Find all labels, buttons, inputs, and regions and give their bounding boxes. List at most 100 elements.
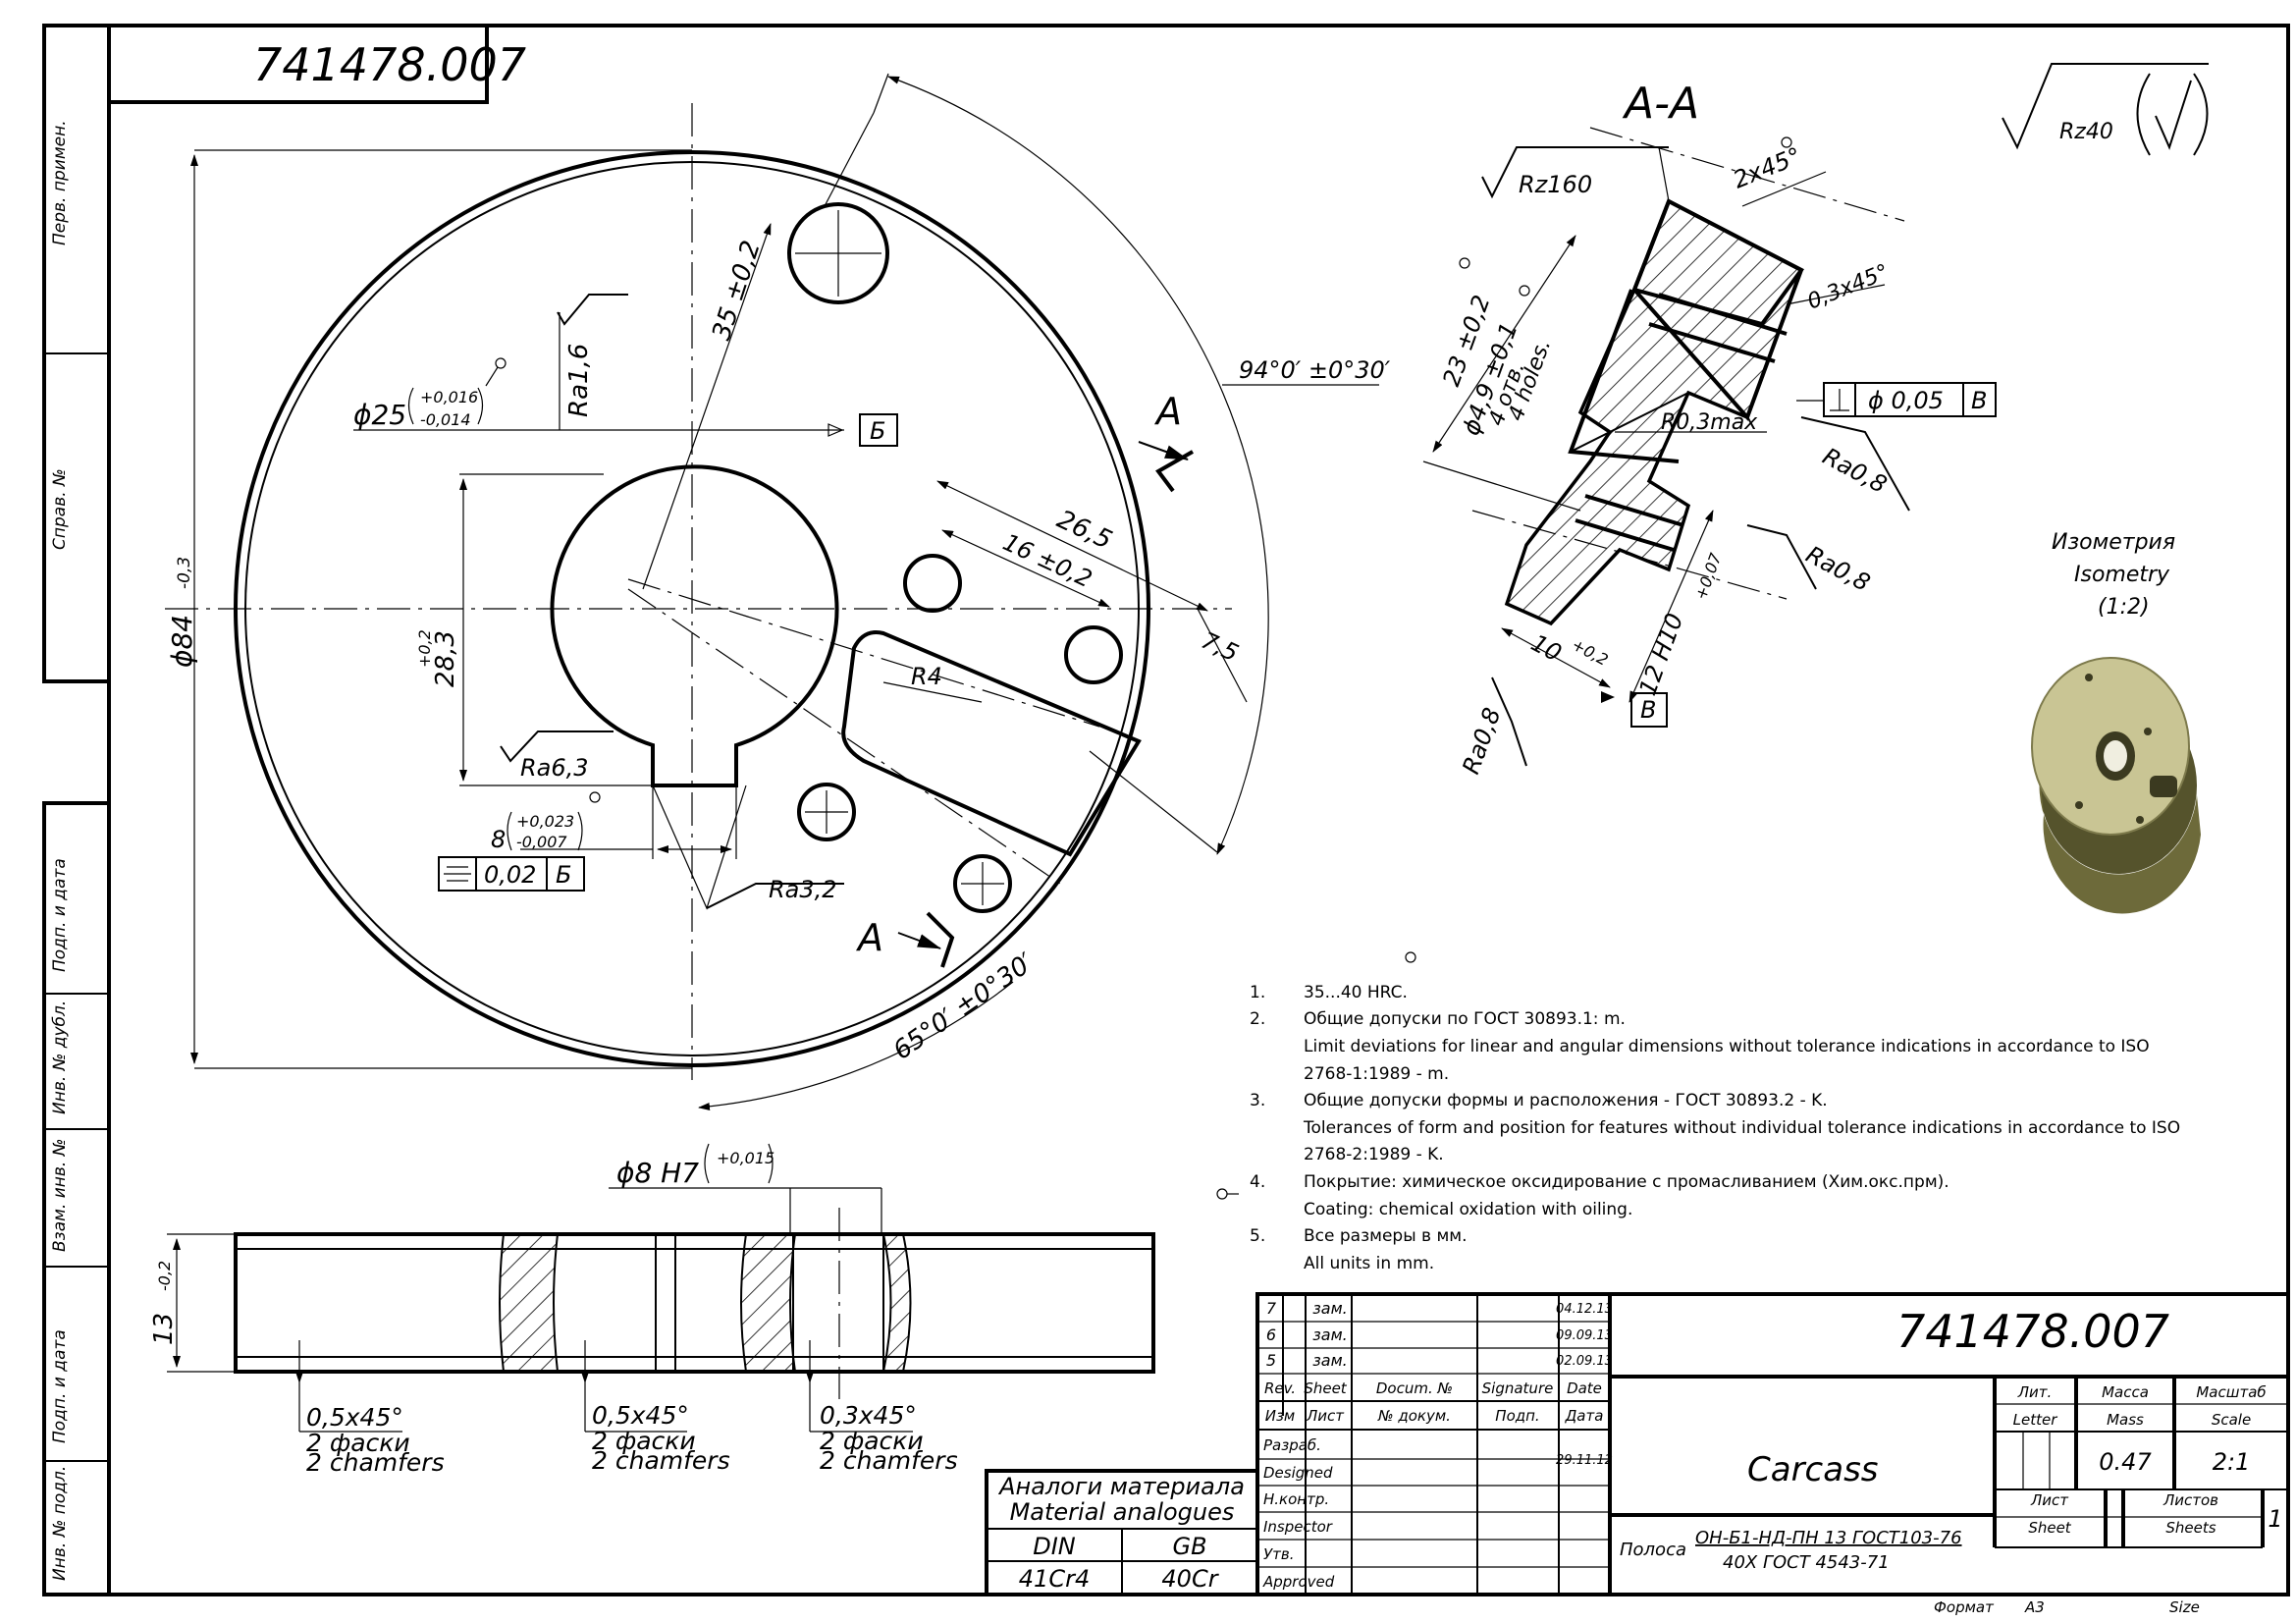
section-title: A-A bbox=[1622, 79, 1699, 129]
mass-value: 0.47 bbox=[2099, 1448, 2152, 1476]
dim-key-depth: 28,3 bbox=[431, 630, 460, 687]
isometric-render bbox=[2031, 657, 2201, 914]
note-4-line-1: Покрытие: химическое оксидирование с про… bbox=[1304, 1172, 1949, 1192]
main-view: ϕ84 -0,3 Б ϕ25 +0,016 -0,014 Ra1,6 28,3 … bbox=[165, 73, 1391, 1110]
isometry-scale: (1:2) bbox=[2098, 595, 2150, 620]
lit-en: Letter bbox=[2013, 1411, 2058, 1429]
rev-6-num: 6 bbox=[1266, 1325, 1276, 1344]
sign-date-label: Подп. и дата bbox=[50, 858, 70, 972]
note-3-num: 3. bbox=[1250, 1091, 1265, 1110]
note-1-line-1: 35...40 HRC. bbox=[1304, 983, 1408, 1002]
dim-key-width: 8 bbox=[491, 826, 506, 853]
rev-6-sheet: зам. bbox=[1312, 1325, 1347, 1344]
ref-no-label: Справ. № bbox=[50, 468, 70, 550]
role-razrab: Разраб. bbox=[1263, 1436, 1321, 1454]
hdr-date: Date bbox=[1567, 1380, 1602, 1397]
cut-label-top: A bbox=[1153, 390, 1182, 433]
lit-ru: Лит. bbox=[2017, 1383, 2053, 1401]
technical-notes: 1. 35...40 HRC. 2. Общие допуски по ГОСТ… bbox=[1216, 951, 2180, 1273]
note-2-line-2: Limit deviations for linear and angular … bbox=[1304, 1037, 2150, 1056]
hdr-izm: Изм bbox=[1265, 1407, 1296, 1425]
title-drawing-number: 741478.007 bbox=[1896, 1305, 2169, 1358]
role-approved: Approved bbox=[1262, 1573, 1335, 1591]
scale-en: Scale bbox=[2212, 1411, 2251, 1429]
replace-inv-label: Взам. инв. № bbox=[50, 1139, 70, 1252]
hdr-dokum: № докум. bbox=[1377, 1407, 1451, 1425]
analogues-title-en: Material analogues bbox=[1010, 1498, 1235, 1526]
design-date: 29.11.12 bbox=[1556, 1453, 1613, 1468]
note-2-line-1: Общие допуски по ГОСТ 30893.1: m. bbox=[1304, 1009, 1626, 1029]
dim-bore-tol-lower: -0,014 bbox=[420, 410, 471, 429]
hdr-rev: Rev. bbox=[1264, 1380, 1296, 1397]
section-roughness: Rz160 bbox=[1519, 171, 1592, 198]
dim-slot-offset: 7,5 bbox=[1197, 626, 1242, 668]
section-datum-b: B bbox=[1640, 696, 1656, 724]
ra-top: Ra0,8 bbox=[1818, 443, 1892, 499]
symmetry-value: 0,02 bbox=[484, 861, 536, 889]
first-use-label: Перв. примен. bbox=[50, 120, 70, 245]
ra-bore: Ra1,6 bbox=[564, 344, 594, 417]
scale-value: 2:1 bbox=[2213, 1448, 2251, 1476]
rev-7-date: 04.12.13 bbox=[1556, 1302, 1613, 1317]
dim-angle-top: 94°0′ ±0°30′ bbox=[1239, 356, 1391, 384]
chamfer-callout-2: 0,5x45° 2 фаски 2 chamfers bbox=[581, 1340, 730, 1475]
format-value: A3 bbox=[2024, 1598, 2045, 1616]
dim-thickness: 13 bbox=[149, 1313, 179, 1345]
title-block: 7 зам. 04.12.13 6 зам. 09.09.13 5 зам. 0… bbox=[1255, 1292, 2290, 1596]
ra-key: Ra6,3 bbox=[520, 754, 589, 782]
rev-5-num: 5 bbox=[1266, 1351, 1276, 1370]
scale-ru: Масштаб bbox=[2196, 1383, 2266, 1401]
chamfer-ru-1: 2 фаски bbox=[306, 1429, 410, 1457]
side-strip: Перв. примен. Справ. № Подп. и дата Инв.… bbox=[50, 120, 70, 1581]
isometry-title-en: Isometry bbox=[2074, 563, 2170, 587]
analogues-value-gb: 40Cr bbox=[1161, 1565, 1219, 1593]
dim-bore-tol-upper: +0,016 bbox=[420, 388, 478, 406]
isometry-title-ru: Изометрия bbox=[2052, 530, 2175, 555]
sheet-ru: Лист bbox=[2030, 1491, 2069, 1509]
material-analogues-table: Аналоги материала Material analogues DIN… bbox=[985, 1469, 1259, 1596]
hdr-sheet: Sheet bbox=[1304, 1380, 1347, 1397]
central-bore bbox=[550, 464, 839, 787]
rev-5-sheet: зам. bbox=[1312, 1351, 1347, 1370]
hdr-data: Дата bbox=[1565, 1407, 1604, 1425]
note-4-line-2: Coating: chemical oxidation with oiling. bbox=[1304, 1200, 1632, 1219]
sheet-en: Sheet bbox=[2028, 1519, 2071, 1537]
format-label: Формат bbox=[1934, 1598, 1995, 1616]
sheets-ru: Листов bbox=[2163, 1491, 2218, 1509]
drawing-frame bbox=[42, 24, 2290, 1596]
role-utv: Утв. bbox=[1263, 1545, 1295, 1563]
analogues-header-gb: GB bbox=[1172, 1533, 1206, 1560]
note-1-num: 1. bbox=[1250, 983, 1265, 1002]
role-inspector: Inspector bbox=[1263, 1518, 1333, 1536]
analogues-value-din: 41Cr4 bbox=[1019, 1565, 1090, 1593]
analogues-header-din: DIN bbox=[1033, 1533, 1076, 1560]
perp-value: ϕ 0,05 bbox=[1868, 387, 1944, 414]
dim-key-tol-upper: +0,023 bbox=[516, 812, 574, 831]
note-3-line-3: 2768-2:1989 - K. bbox=[1304, 1145, 1444, 1164]
perp-datum: B bbox=[1971, 387, 1987, 414]
role-nkontr: Н.контр. bbox=[1263, 1490, 1329, 1508]
drawing-number-box: 741478.007 bbox=[107, 24, 526, 104]
sign-date-label-2: Подп. и дата bbox=[50, 1329, 70, 1443]
note-5-line-2: All units in mm. bbox=[1304, 1254, 1434, 1273]
chamfer-size-2: 0,5x45° bbox=[592, 1401, 689, 1430]
dim-shaft-tol: +0,07 bbox=[1691, 550, 1726, 602]
hdr-signature: Signature bbox=[1482, 1380, 1554, 1397]
chamfer-top: 2x45° bbox=[1730, 142, 1805, 194]
chamfer-ru-3: 2 фаски bbox=[820, 1427, 924, 1455]
hdr-podp: Подп. bbox=[1495, 1407, 1539, 1425]
rev-7-num: 7 bbox=[1266, 1299, 1277, 1318]
ra-mid: Ra0,8 bbox=[1801, 541, 1875, 597]
dim-radius-max: R0,3max bbox=[1661, 410, 1758, 435]
general-roughness-value: Rz40 bbox=[2059, 120, 2113, 144]
chamfer-en-2: 2 chamfers bbox=[592, 1446, 730, 1475]
cut-label-bottom: A bbox=[855, 916, 883, 959]
dim-hole-tol: +0,015 bbox=[717, 1149, 774, 1167]
chamfer-size-1: 0,5x45° bbox=[306, 1403, 403, 1432]
dim-key-tol-lower: -0,007 bbox=[516, 833, 567, 851]
dim-step: 10 bbox=[1526, 629, 1566, 668]
dim-slot-length: 26,5 bbox=[1052, 505, 1116, 556]
rev-6-date: 09.09.13 bbox=[1556, 1328, 1613, 1343]
hdr-list: Лист bbox=[1306, 1407, 1345, 1425]
